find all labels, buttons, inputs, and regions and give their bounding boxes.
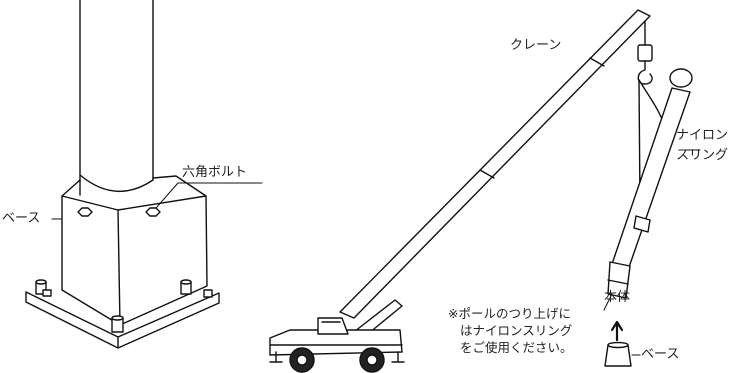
pole-cap	[669, 68, 693, 88]
pole-bottom-section	[607, 261, 631, 299]
usage-note-line2: はナイロンスリング	[460, 323, 573, 338]
base-label-right: ベース	[641, 347, 680, 362]
usage-note: ※ポールのつり上げに はナイロンスリング をご使用ください。	[448, 305, 573, 356]
crane-wheels	[289, 347, 385, 373]
crane-cab	[317, 317, 349, 335]
pole-body	[611, 87, 691, 271]
nylon-sling-label-line2: スリング	[676, 148, 729, 163]
base-top-edge	[61, 195, 207, 211]
pole-shaft-bottom	[79, 174, 154, 192]
hex-bolt-leader	[155, 182, 263, 209]
pole-base-detail	[25, 0, 263, 349]
crane	[269, 9, 653, 373]
sling-wrap	[633, 215, 651, 233]
crane-boom	[339, 9, 651, 319]
base-housing	[61, 175, 208, 326]
body-label: 本体	[604, 290, 631, 305]
hex-bolt-label: 六角ボルト	[182, 165, 248, 180]
body-leader	[603, 293, 613, 311]
anchor-bolts	[35, 279, 213, 333]
ground-base	[604, 341, 641, 367]
usage-note-line1: ※ポールのつり上げに	[448, 306, 571, 321]
crane-hook-icon	[637, 60, 653, 85]
base-label-left: ベース	[2, 211, 41, 226]
suspended-pole	[603, 68, 693, 311]
lift-arrow-icon	[610, 320, 624, 342]
hook-block	[637, 44, 653, 62]
usage-note-line3: をご使用ください。	[460, 340, 573, 355]
hex-bolts	[77, 207, 161, 217]
base-front-edge	[117, 209, 121, 326]
nylon-sling-label-line1: ナイロン	[676, 128, 729, 143]
crane-label: クレーン	[510, 38, 562, 53]
outriggers	[269, 351, 405, 363]
